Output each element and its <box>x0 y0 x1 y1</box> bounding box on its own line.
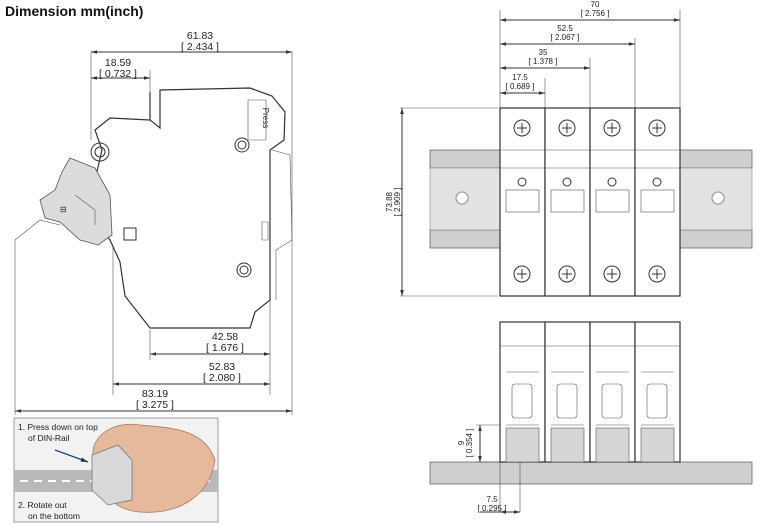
dim-52-5: 52.5 <box>557 24 573 33</box>
din-clip <box>39 157 113 246</box>
dim-83-19: 83.19 <box>142 388 168 400</box>
dim-42-58-inch: [ 1.676 ] <box>206 342 244 354</box>
step2-line1: 2. Rotate out <box>18 500 67 510</box>
install-photo: 1. Press down on top of DIN-Rail 2. Rota… <box>13 417 219 523</box>
dim-18-59-inch: [ 0.732 ] <box>99 68 137 80</box>
front-view: 70 [ 2.756 ] 52.5 [ 2.067 ] 35 [ 1.378 ]… <box>385 0 753 297</box>
dim-9: 9 <box>457 440 466 445</box>
dim-73-88: 73.88 <box>385 191 394 212</box>
dim-7-5: 7.5 <box>486 495 498 504</box>
dim-35: 35 <box>539 48 548 57</box>
front-module-1 <box>499 107 546 297</box>
dim-9-inch: [ 0.354 ] <box>465 429 474 458</box>
dim-61-83: 61.83 <box>187 30 213 42</box>
press-label: Press <box>261 108 270 128</box>
step2-line2: on the bottom <box>28 511 80 521</box>
front-module-2 <box>544 107 591 297</box>
bottom-module-1 <box>499 321 546 463</box>
mounting-hole-bottom <box>236 262 252 278</box>
dim-83-19-inch: [ 3.275 ] <box>136 399 174 411</box>
dim-70: 70 <box>591 0 600 9</box>
page-title: Dimension mm(inch) <box>5 3 144 19</box>
clip-marking: ⊟ <box>60 205 67 214</box>
dim-52-5-inch: [ 2.067 ] <box>551 33 580 42</box>
step1-line2: of DIN-Rail <box>28 433 70 443</box>
mounting-hole-top <box>234 137 250 153</box>
spring-screw <box>90 142 110 162</box>
step1-line1: 1. Press down on top <box>18 422 98 432</box>
dim-35-inch: [ 1.378 ] <box>529 57 558 66</box>
square-window <box>123 227 137 241</box>
front-module-4 <box>634 107 681 297</box>
dim-61-83-inch: [ 2.434 ] <box>181 41 219 53</box>
bottom-din-rail <box>429 461 753 485</box>
dim-17-5-inch: [ 0.689 ] <box>506 82 535 91</box>
dim-17-5: 17.5 <box>512 73 528 82</box>
step1-arrow <box>54 449 89 463</box>
side-view: 61.83 [ 2.434 ] 18.59 [ 0.732 ] 42.58 [ … <box>14 30 293 415</box>
dim-73-88-inch: [ 2.909 ] <box>393 188 402 217</box>
bottom-module-4 <box>634 321 681 463</box>
dim-70-inch: [ 2.756 ] <box>581 9 610 18</box>
bottom-module-3 <box>589 321 636 463</box>
dim-42-58: 42.58 <box>212 331 238 343</box>
fuse-holder-side-outline <box>94 87 286 329</box>
dim-52-83: 52.83 <box>209 361 235 373</box>
bottom-view: 9 [ 0.354 ] 7.5 [ 0.295 ] <box>429 321 753 514</box>
dim-7-5-inch: [ 0.295 ] <box>478 504 507 513</box>
dim-18-59: 18.59 <box>105 57 131 69</box>
bottom-module-2 <box>544 321 591 463</box>
dim-52-83-inch: [ 2.080 ] <box>203 372 241 384</box>
photo-fuse-holder <box>91 444 133 506</box>
front-module-3 <box>589 107 636 297</box>
